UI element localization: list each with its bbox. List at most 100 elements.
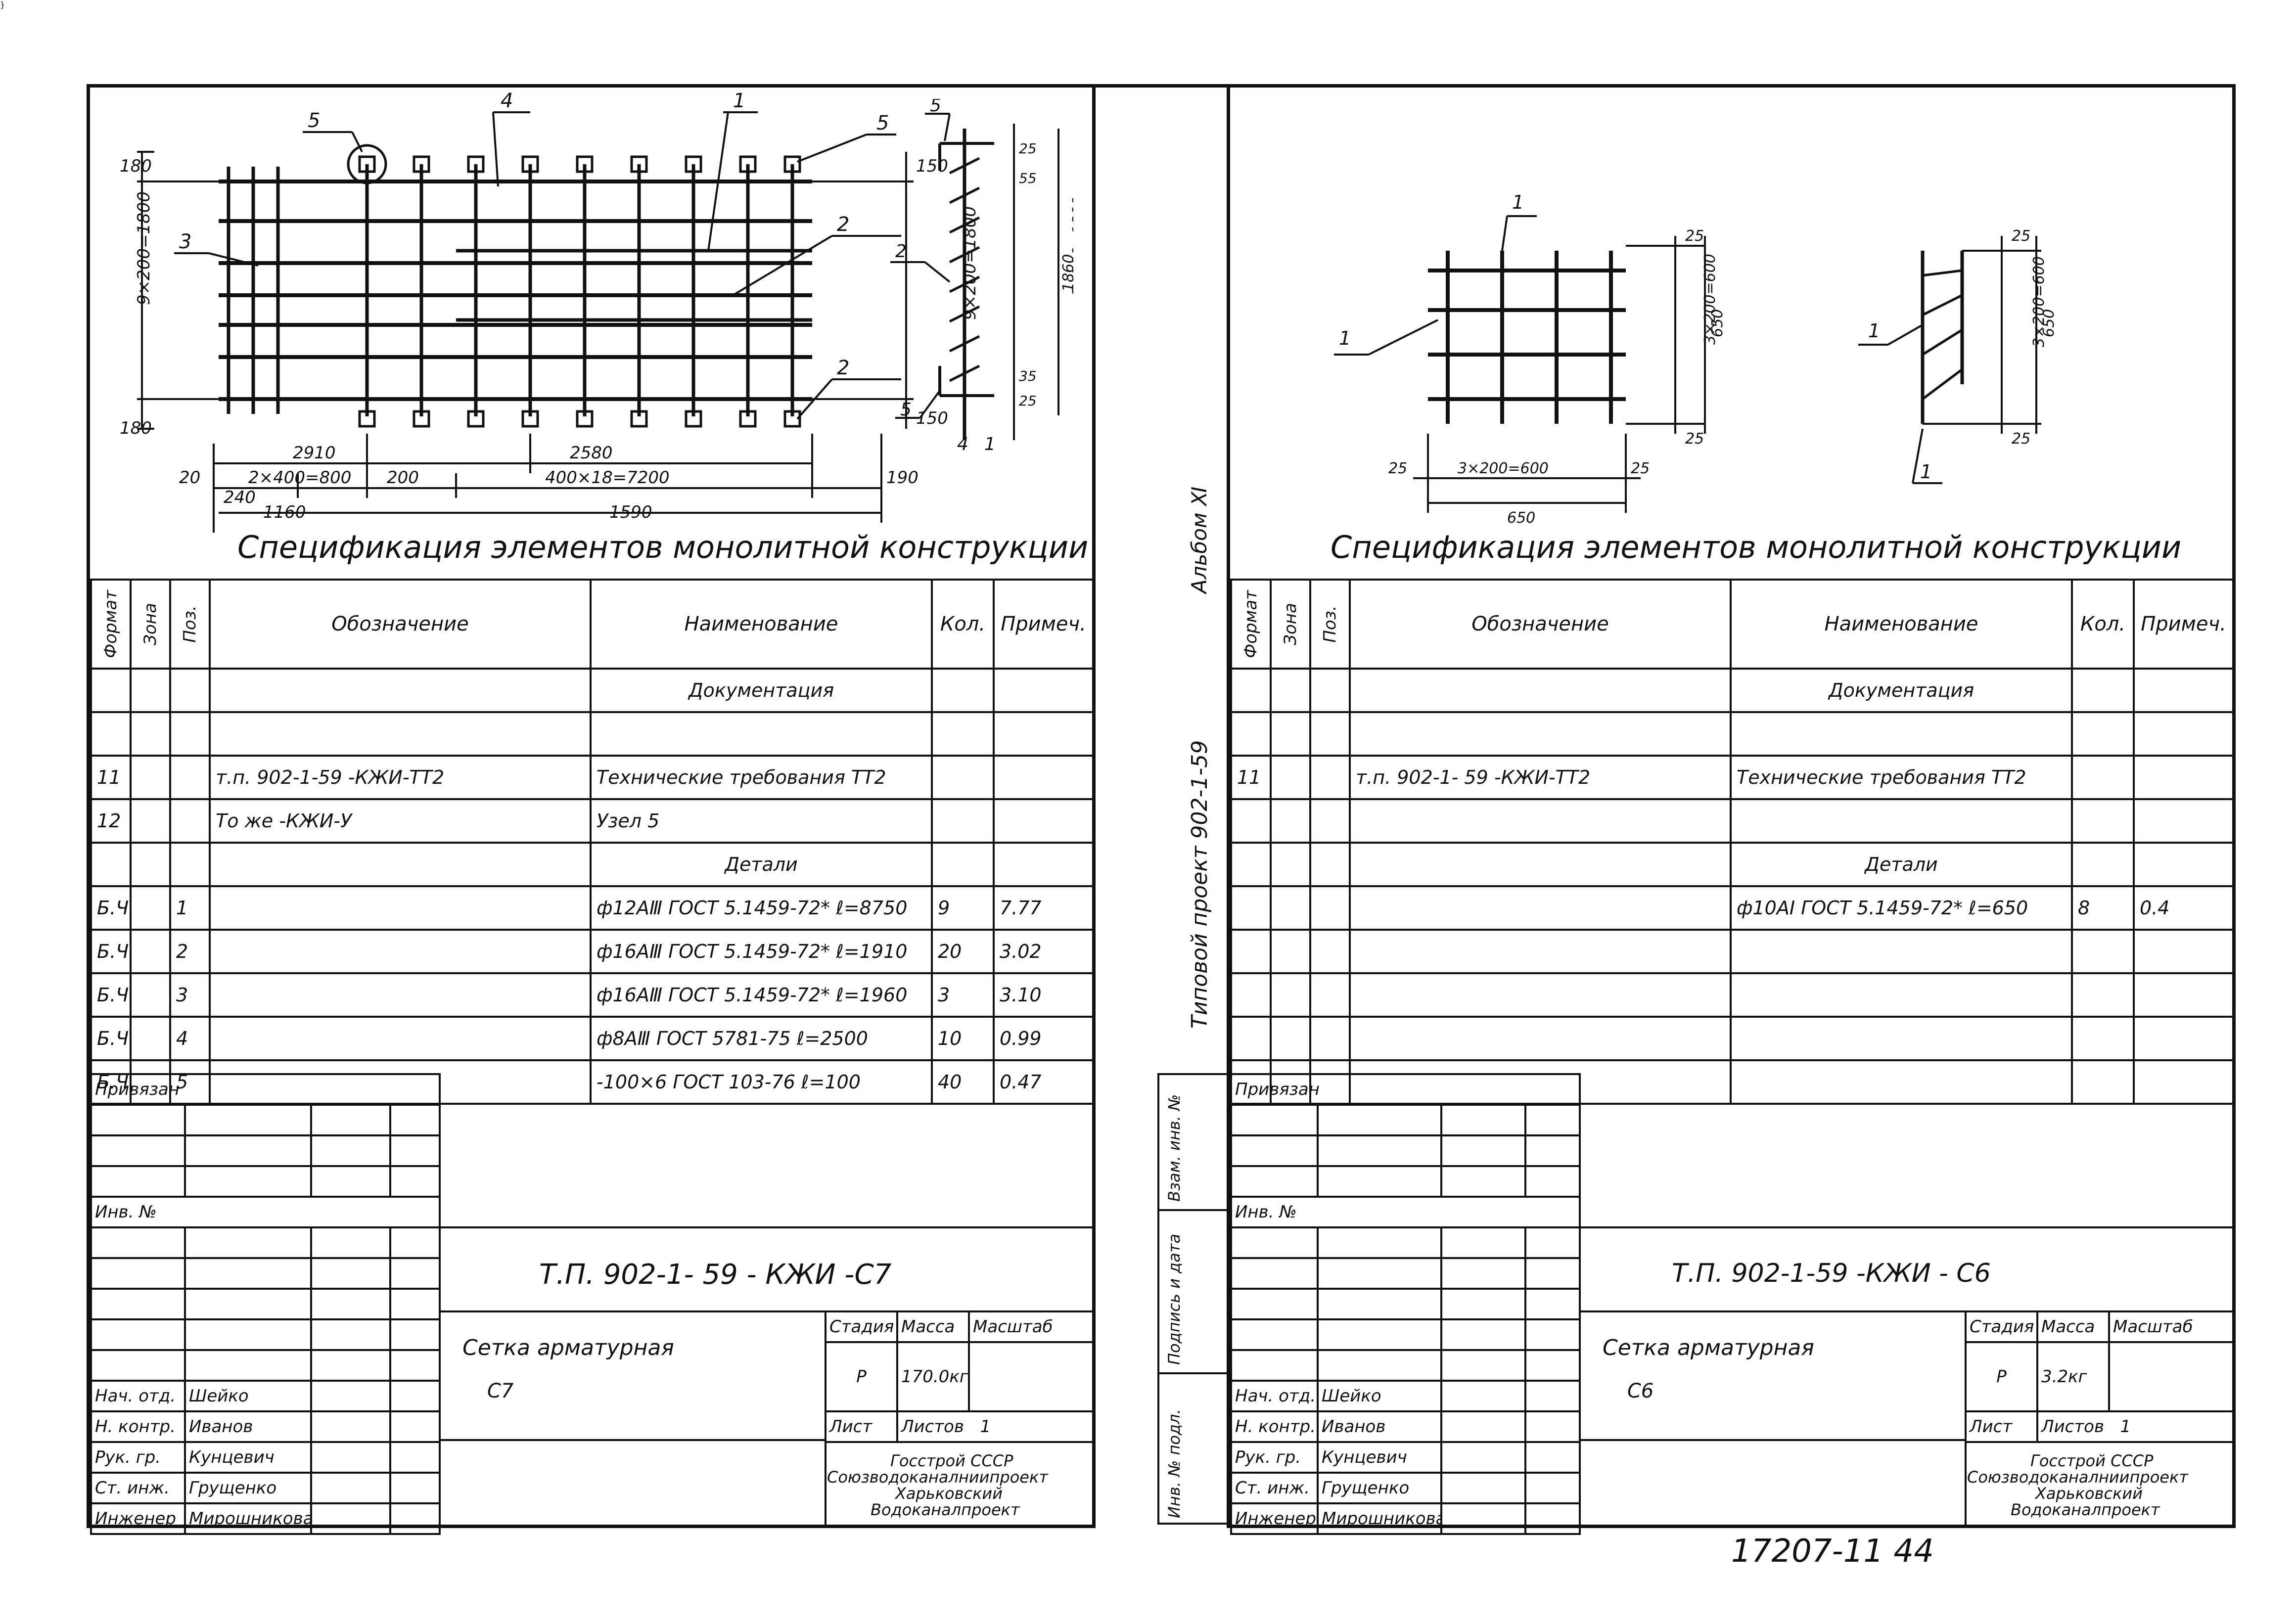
cell-qty: 3	[931, 972, 995, 1018]
right-titleblock-divider	[1579, 1310, 2232, 1312]
cell-qty	[931, 842, 995, 887]
left-section-drawing: 5 2 5 4 1 25 55 9×200=1800 1860 35 25	[890, 99, 1073, 454]
left-org-line-2: Союзводоканалниипроект	[827, 1468, 1048, 1487]
cell-name: Детали	[1730, 842, 2073, 887]
svg-text:55: 55	[1019, 170, 1037, 186]
role: Н. контр.	[90, 1410, 186, 1443]
cell-note	[993, 711, 1094, 757]
header-qty: Кол.	[2071, 579, 2135, 670]
sidebar-cell-signature-date: Подпись и дата	[1165, 1233, 1184, 1365]
cell-designation	[1349, 972, 1732, 1018]
cell-name	[1730, 1059, 2073, 1105]
cell-format	[90, 711, 132, 757]
svg-text:35: 35	[1019, 368, 1037, 384]
cell-pos: 4	[169, 1016, 211, 1061]
svg-text:9×200=1800: 9×200=1800	[1070, 196, 1073, 297]
svg-text:1: 1	[1868, 320, 1880, 342]
table-row	[1230, 929, 2234, 974]
cell-name: Узел 5	[590, 798, 933, 844]
cell-zone	[130, 798, 171, 844]
svg-text:5: 5	[876, 112, 889, 135]
svg-text:3×200=600: 3×200=600	[1458, 460, 1549, 477]
sidebar-divider	[1157, 1372, 1227, 1374]
cell-designation	[209, 1016, 592, 1061]
right-titleblock-divider	[1579, 1439, 1965, 1441]
top-edge-line	[1096, 84, 1227, 88]
cell-name	[590, 711, 933, 757]
right-titleblock-frame	[1579, 1226, 2232, 1525]
cell-format	[1230, 885, 1272, 931]
role: Ст. инж.	[90, 1472, 186, 1504]
svg-text:25: 25	[1685, 227, 1704, 245]
footer-archive-number: 17207-11 44	[1731, 1533, 1934, 1570]
left-binding-block: Привязан Инв. № Нач. отд.Шейко Н. контр.…	[90, 1073, 441, 1535]
svg-text:2×400=800: 2×400=800	[248, 468, 351, 488]
cell-designation: То же -КЖИ-У	[209, 798, 592, 844]
cell-format: Б.Ч.	[90, 972, 132, 1018]
table-row	[1230, 1016, 2234, 1061]
svg-text:3×200=600: 3×200=600	[1701, 254, 1719, 345]
cell-zone	[130, 755, 171, 800]
right-mesh-drawing: 1 1 1 1 25 3×200=600 650 25 25 3×200=600…	[1334, 191, 2058, 527]
cell-name: Документация	[590, 668, 933, 713]
table-row: Детали	[90, 842, 1094, 887]
sidebar-column	[1157, 1073, 1227, 1525]
person-name: Шейко	[184, 1380, 312, 1412]
right-drawing-title: Сетка арматурная	[1603, 1335, 1814, 1360]
cell-designation	[209, 929, 592, 974]
header-designation: Обозначение	[1349, 579, 1732, 670]
cell-format: Б.Ч.	[90, 929, 132, 974]
cell-pos	[169, 842, 211, 887]
header-pos: Поз.	[169, 579, 211, 670]
svg-text:1590: 1590	[609, 502, 652, 522]
cell-pos	[1309, 798, 1351, 844]
svg-text:1: 1	[1920, 461, 1932, 483]
left-mesh-drawing: 5 4 1 5 3 2 2 180 9×200=1800 180 150 9×2…	[120, 90, 980, 533]
cell-zone	[1270, 711, 1311, 757]
cell-zone	[130, 1016, 171, 1061]
cell-note: 3.02	[993, 929, 1094, 974]
cell-qty: 20	[931, 929, 995, 974]
header-note: Примеч.	[993, 579, 1094, 670]
left-sheet	[87, 84, 1096, 1528]
role: Рук. гр.	[1230, 1441, 1319, 1474]
project-label: Типовой проект 902-1-59	[1187, 740, 1212, 1029]
cell-designation	[209, 711, 592, 757]
svg-text:2: 2	[837, 357, 849, 379]
person-name: Мирошникова	[184, 1502, 312, 1535]
cell-pos	[169, 668, 211, 713]
cell-name: Детали	[590, 842, 933, 887]
cell-pos	[1309, 668, 1351, 713]
cell-format: Б.Ч.	[90, 1016, 132, 1061]
right-org-line-4: Водоканалпроект	[2011, 1500, 2160, 1519]
svg-text:200: 200	[387, 468, 419, 488]
left-org-line-3: Харьковский	[895, 1484, 1003, 1503]
svg-text:1: 1	[733, 90, 745, 112]
stage-label: Стадия	[825, 1310, 898, 1343]
cell-designation	[1349, 798, 1732, 844]
svg-text:180: 180	[120, 156, 152, 176]
cell-qty	[2071, 711, 2135, 757]
cell-note: 0.4	[2133, 885, 2234, 931]
person-name: Иванов	[184, 1410, 312, 1443]
cell-format: 11	[1230, 755, 1272, 800]
svg-text:5: 5	[900, 400, 912, 420]
cell-note	[993, 798, 1094, 844]
sidebar-cell-replaced-inv: Взам. инв. №	[1165, 1094, 1184, 1202]
header-pos: Поз.	[1309, 579, 1351, 670]
sidebar-divider	[1157, 1209, 1227, 1211]
role: Инженер	[1230, 1502, 1319, 1535]
svg-text:25: 25	[2012, 227, 2030, 245]
cell-zone	[1270, 668, 1311, 713]
cell-name	[1730, 711, 2073, 757]
header-zone: Зона	[130, 579, 171, 670]
cell-pos	[1309, 711, 1351, 757]
svg-text:150: 150	[916, 408, 948, 428]
svg-text:3: 3	[179, 230, 191, 253]
cell-format	[1230, 668, 1272, 713]
sheets-value: 1	[980, 1417, 991, 1437]
